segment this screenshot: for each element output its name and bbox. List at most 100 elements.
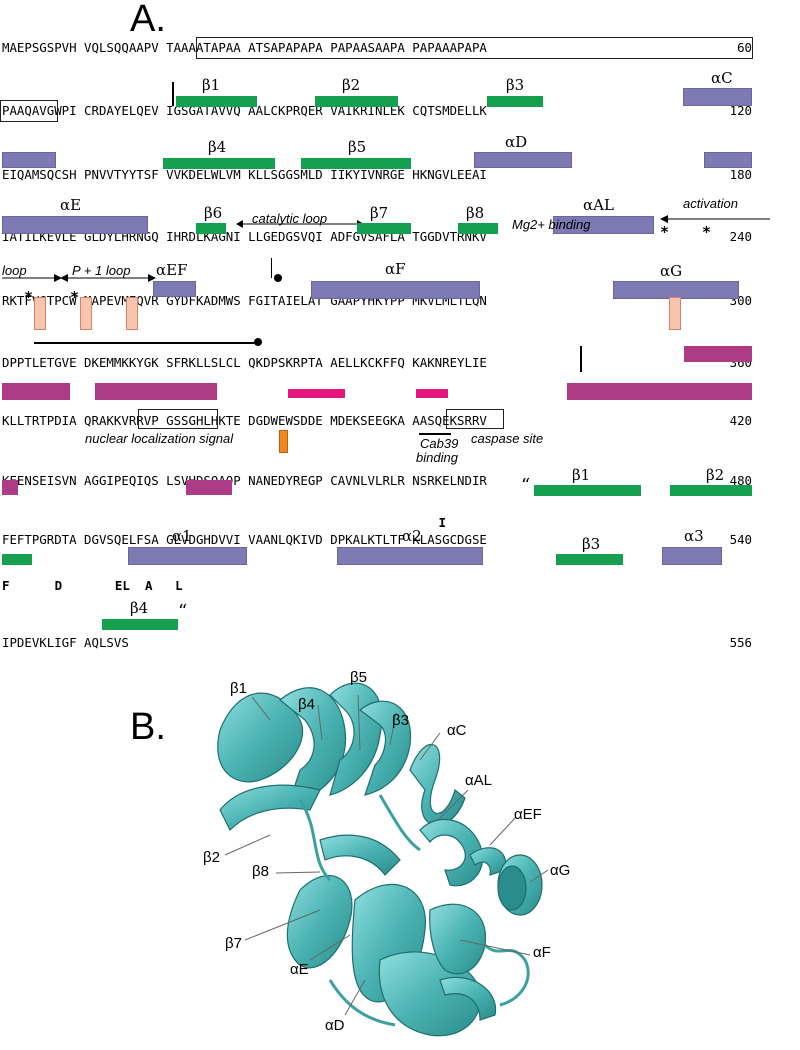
c-strand-b2-bar [670, 485, 752, 496]
c-term-helix-6-bar [186, 480, 232, 495]
phospho-star-t: * [660, 223, 670, 241]
strand-b8-bar [458, 223, 498, 234]
c-helix-a1-bar [128, 547, 247, 565]
strand-b4-bar [163, 158, 275, 169]
sequence-row-1: MAEPSGSPVH VQLSQQAAPV TAAAATAPAA ATSAPAP… [2, 40, 487, 55]
strand-b6-bar [196, 223, 226, 234]
sequence-row-9: FEFTPGRDTA DGVSQELFSA GLVDGHDVVI VAANLQK… [2, 532, 487, 547]
c-term-helix-1-bar [684, 346, 752, 362]
c-helix-a3-label: α3 [684, 527, 704, 545]
strand-b2-label: β2 [342, 76, 361, 94]
helix-aEF-label: αEF [156, 261, 188, 279]
alanine-proline-rich-box-continued [0, 100, 58, 122]
sequence-row-2: PAAQAVGWPI CRDAYELQEV IGSGATAVVQ AALCKPR… [2, 103, 487, 118]
residue-number-240: 240 [729, 229, 752, 244]
c-term-helix-5-bar [2, 480, 18, 495]
strand-b3-bar [487, 96, 543, 107]
c-strand-b3-bar [556, 554, 623, 565]
catalytic-loop-arrow [236, 220, 364, 228]
p1-loop-label: P + 1 loop [72, 263, 131, 278]
nls-marker [279, 430, 288, 453]
caspase-box [446, 409, 504, 429]
sequence-row-8: KEENSEISVN AGGIPEQIQS LSVHDSQAQP NANEDYR… [2, 473, 487, 488]
protein-ribbon-structure [217, 682, 543, 1037]
c-helix-a1-label: α1 [172, 527, 192, 545]
star-p: * [70, 288, 80, 306]
strand-b1-bar [176, 96, 257, 107]
mutation-row-9: F D EL A L [2, 578, 183, 593]
residue-number-556: 556 [729, 635, 752, 650]
panel-a-label: A. [130, 0, 166, 40]
nls-box [138, 409, 218, 429]
kinase-domain-start-marker [172, 82, 174, 106]
structure-label-b5: β5 [350, 669, 367, 686]
structure-label-aD: αD [325, 1017, 345, 1034]
strand-b5-label: β5 [348, 138, 367, 156]
phospho-star-t2: * [702, 223, 712, 241]
strand-b4-label: β4 [208, 138, 227, 156]
c-helix-a2-label: α2 [402, 527, 422, 545]
helix-aC-label: αC [711, 69, 733, 87]
mg-binding-label: Mg2+ binding [512, 217, 591, 232]
c-strand-b1-label: β1 [572, 466, 591, 484]
cab39-marker-2 [416, 389, 448, 398]
cab39-marker-1 [288, 389, 345, 398]
strand-b5-bar [301, 158, 411, 169]
structure-label-aG: αG [550, 862, 571, 879]
residue-number-60: 60 [737, 40, 752, 55]
residue-number-420: 420 [729, 413, 752, 428]
catalytic-span-dot [254, 338, 262, 346]
helix-aC-bar [683, 88, 752, 106]
helix-aE-bar [2, 216, 148, 234]
residue-number-540: 540 [729, 532, 752, 547]
catalytic-span-line [34, 342, 258, 344]
c-strand-b2-label: β2 [706, 466, 725, 484]
activation-loop-arrow-end [2, 274, 62, 282]
c-term-helix-3-bar [95, 383, 217, 400]
phospho-highlight-l [669, 297, 681, 330]
structure-label-b3: β3 [392, 712, 409, 729]
strand-b1-label: β1 [202, 76, 221, 94]
sequence-row-6: DPPTLETGVE DKEMMKKYGK SFRKLLSLCL QKDPSKR… [2, 355, 487, 370]
panel-b-label: B. [130, 706, 166, 748]
sequence-row-7: KLLTRTPDIA QRAKKVRRVP GSSGHLHKTE DGDWEWS… [2, 413, 487, 428]
c-strand-b4-bar [102, 619, 178, 630]
residue-number-480: 480 [729, 473, 752, 488]
c-strand-b1-bar [534, 485, 641, 496]
catalytic-marker-dot [274, 274, 282, 282]
structure-label-aE: αE [290, 961, 309, 978]
phospho-highlight-p [80, 297, 92, 330]
structure-label-aC: αC [447, 722, 467, 739]
helix-aF-label: αF [385, 260, 406, 278]
helix-aAL-bar [553, 216, 654, 234]
loop-label: loop [2, 263, 27, 278]
structure-label-b8: β8 [252, 863, 269, 880]
structure-label-aF: αF [533, 944, 551, 961]
structure-label-aAL: αAL [465, 772, 493, 789]
p1-loop-arrow [60, 274, 156, 282]
caspase-label: caspase site [471, 431, 544, 446]
cab39-label-line2: binding [416, 450, 458, 465]
helix-aE-start-bar [704, 152, 752, 168]
activation-label: activation [683, 196, 738, 211]
structure-label-b4: β4 [298, 696, 315, 713]
c-term-helix-4-bar [567, 383, 752, 400]
alanine-proline-rich-box [196, 37, 753, 59]
helix-aAL-label: αAL [583, 196, 614, 214]
strand-b8-label: β8 [466, 204, 485, 222]
nls-label: nuclear localization signal [85, 431, 234, 446]
helix-aD-label: αD [505, 133, 528, 151]
structure-label-b2: β2 [203, 849, 220, 866]
phospho-highlight-f [34, 297, 46, 330]
sequence-row-10: IPDEVKLIGF AQLSVS [2, 635, 129, 650]
catalytic-loop-label: catalytic loop [252, 211, 328, 226]
structure-label-b1: β1 [230, 680, 247, 697]
helix-aC-continued-bar [2, 152, 56, 168]
helix-aD-bar [474, 152, 572, 168]
strand-b7-bar [357, 223, 411, 234]
cab39-underline [419, 433, 451, 435]
helix-aG-label: αG [660, 262, 683, 280]
structure-leader-lines [224, 694, 549, 1016]
phospho-highlight-m [126, 297, 138, 330]
helix-aEF-bar [153, 281, 196, 297]
